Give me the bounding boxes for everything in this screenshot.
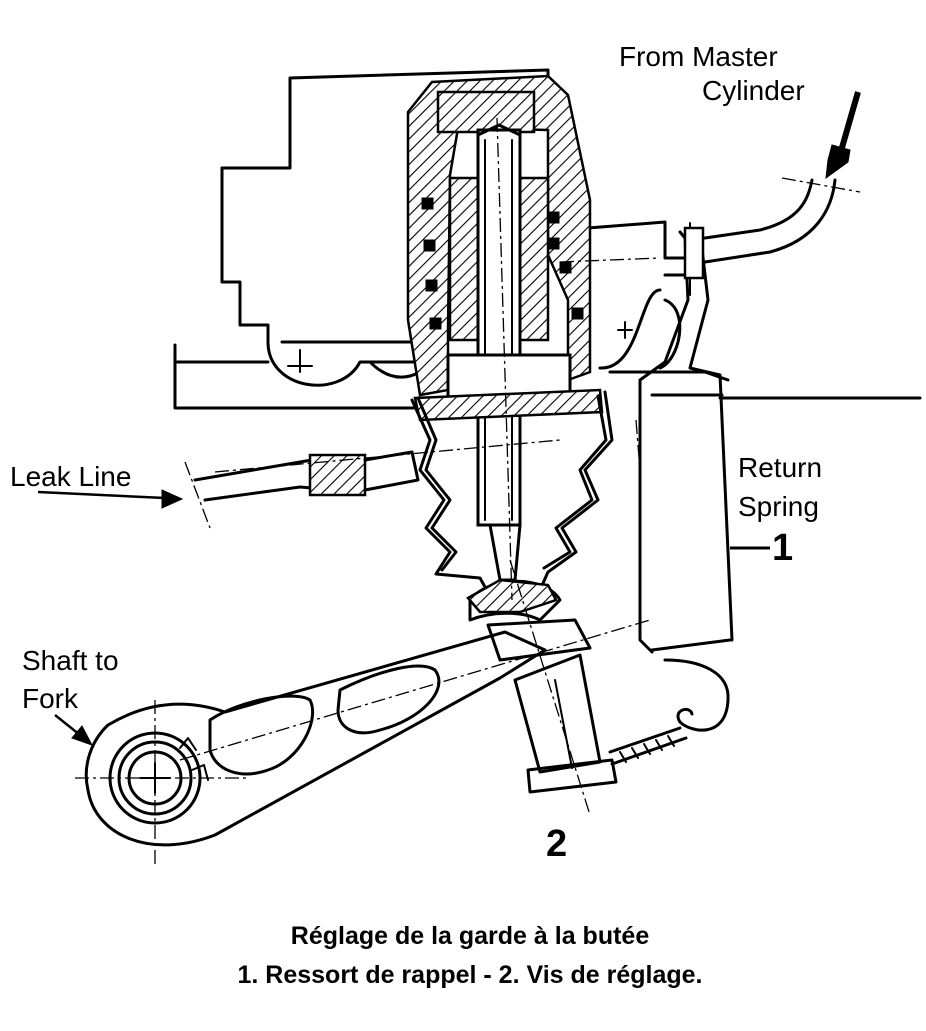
cylinder-seals	[421, 197, 584, 330]
leak-line-arrow	[37, 489, 184, 509]
spring-centerline	[559, 257, 661, 263]
label-return-spring-line2: Spring	[738, 491, 819, 522]
spring-centerline-vertical	[635, 419, 641, 471]
label-from-master-line1: From Master	[619, 41, 778, 72]
leak-line-hose	[184, 439, 561, 529]
adjusting-screw	[466, 578, 618, 794]
label-shaft-to-fork-line2: Fork	[22, 683, 79, 714]
label-from-master-line2: Cylinder	[702, 75, 805, 106]
push-rod	[413, 123, 604, 582]
callout-1: 1	[772, 527, 793, 569]
return-spring	[608, 222, 770, 766]
hydraulic-line	[703, 91, 861, 264]
slave-cylinder-body	[406, 74, 592, 397]
callout-2: 2	[546, 823, 567, 865]
label-return-spring-line1: Return	[738, 452, 822, 483]
fork-lever	[75, 559, 651, 865]
label-leak-line: Leak Line	[10, 461, 131, 492]
caption-legend: 1. Ressort de rappel - 2. Vis de réglage…	[237, 961, 702, 989]
shaft-to-fork-arrow	[54, 714, 94, 746]
cylinder-centerline	[496, 117, 513, 601]
caption-title: Réglage de la garde à la butée	[291, 922, 650, 950]
label-shaft-to-fork-line1: Shaft to	[22, 645, 119, 676]
rubber-boot	[410, 390, 614, 598]
